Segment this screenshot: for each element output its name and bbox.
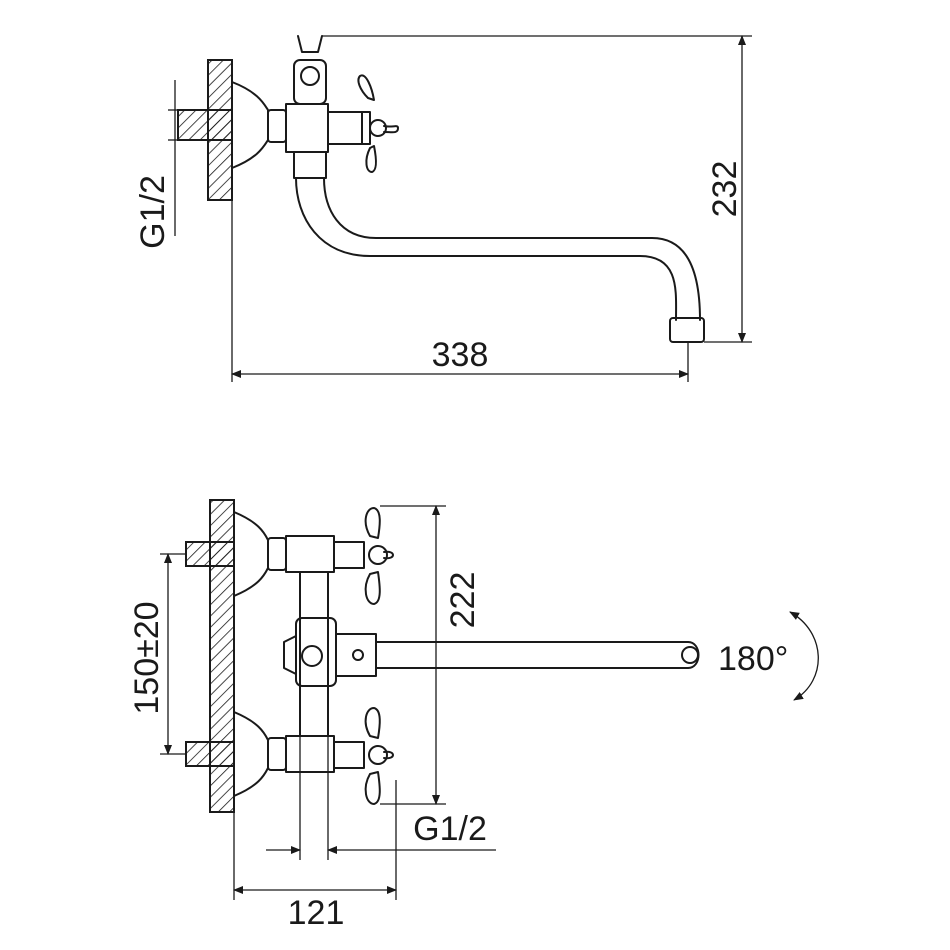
top-upper-cross-handle: [364, 507, 394, 605]
top-centers-dimension: 150±20: [128, 553, 186, 755]
side-thread-dimension: G1/2: [134, 80, 180, 249]
top-lower-valve-body: [285, 735, 335, 773]
side-spout-nut: [293, 151, 327, 179]
side-height-dimension: 232: [322, 35, 752, 343]
top-thread-dimension: G1/2: [266, 736, 496, 860]
side-escutcheon: [231, 81, 269, 169]
side-diverter-knob: [300, 66, 320, 86]
top-upper-inlet: [185, 541, 235, 567]
top-mixer-bar: [299, 571, 329, 737]
side-valve-bonnet: [327, 111, 363, 145]
top-rotation-indicator: 180°: [718, 611, 819, 701]
top-depth-dimension: 121: [233, 780, 397, 932]
top-depth-label: 121: [288, 894, 345, 932]
top-lower-inlet: [185, 741, 235, 767]
top-lower-cross-handle: [364, 707, 394, 805]
side-spout: [295, 177, 678, 321]
side-valve-body: [285, 103, 329, 153]
top-diverter-knob: [301, 645, 323, 667]
top-spout-end: [687, 641, 700, 669]
top-lower-escutcheon: [233, 711, 269, 797]
side-aerator: [669, 317, 705, 343]
top-view: 180° 222 150±20 G1/2: [128, 499, 819, 932]
top-centers-label: 150±20: [128, 601, 166, 714]
side-diverter: [293, 59, 327, 105]
side-thread-label: G1/2: [134, 175, 172, 249]
side-eccentric: [267, 109, 287, 143]
side-width-dimension: 338: [231, 200, 689, 382]
side-diverter-stem: [297, 35, 323, 53]
top-rotation-label: 180°: [718, 640, 788, 678]
top-thread-label: G1/2: [413, 810, 487, 848]
top-spout-connector: [335, 633, 377, 677]
top-height-dimension: 222: [380, 505, 482, 805]
top-upper-escutcheon: [233, 511, 269, 597]
side-height-label: 232: [706, 161, 744, 218]
top-upper-valve-body: [285, 535, 335, 573]
side-view: G1/2 232: [134, 35, 752, 382]
top-height-label: 222: [444, 572, 482, 629]
side-cross-handle: [357, 74, 399, 173]
side-width-label: 338: [432, 336, 489, 374]
side-inlet-pipe: [177, 109, 233, 141]
